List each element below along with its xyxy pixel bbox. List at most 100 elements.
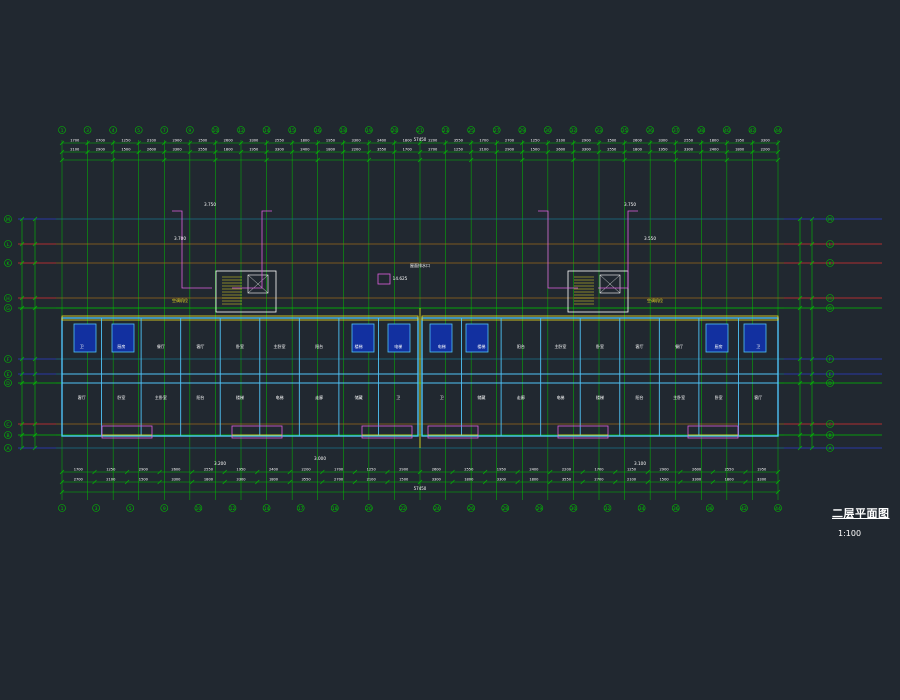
- dimension-text: 1800: [326, 148, 336, 152]
- axis-bubble-left: [4, 294, 12, 302]
- room-label: 客厅: [78, 394, 86, 400]
- dimension-text: 2600: [633, 139, 643, 143]
- dimension-text: 2550: [204, 468, 214, 472]
- dimension-tick: [545, 149, 551, 155]
- axis-bubble-top: [441, 126, 450, 134]
- axis-bubble-right: [826, 259, 834, 267]
- dimension-tick: [515, 479, 520, 485]
- axis-label-left: A: [6, 446, 10, 452]
- room-label: 厨房: [715, 343, 723, 349]
- room-label: 阳台: [196, 394, 204, 400]
- room-label: 主卧室: [274, 343, 286, 349]
- axis-label-top: 42: [750, 128, 756, 134]
- dimension-tick: [797, 241, 803, 247]
- exterior-wall: [421, 317, 779, 437]
- dimension-tick: [494, 140, 499, 146]
- dimension-text: 1700: [74, 468, 84, 472]
- dimension-tick: [450, 479, 455, 485]
- axis-label-top: 23: [443, 128, 449, 134]
- axis-bubble-left: [4, 379, 12, 387]
- dimension-tick: [352, 469, 358, 475]
- dimension-tick: [162, 140, 167, 146]
- dimension-tick: [32, 432, 38, 438]
- axis-bubble-right: [826, 379, 834, 387]
- dimension-tick: [157, 469, 162, 475]
- dimension-tick: [264, 157, 269, 163]
- dimension-text: 2900: [582, 139, 592, 143]
- dimension-text: 1800: [464, 478, 474, 482]
- dimension-tick: [366, 140, 372, 146]
- dimension-tick: [797, 260, 803, 266]
- axis-bubble-right: [826, 215, 834, 223]
- dimension-text: 1700: [479, 139, 489, 143]
- dimension-tick: [724, 140, 730, 146]
- axis-bubble-top: [288, 126, 296, 134]
- dimension-tick: [710, 469, 716, 475]
- dimension-tick: [775, 140, 781, 146]
- elevator-shaft: [599, 274, 621, 294]
- dimension-tick: [580, 479, 585, 485]
- axis-bubble-left: [4, 420, 12, 428]
- dimension-tick: [622, 149, 627, 155]
- axis-bubble-bottom: [603, 504, 612, 512]
- dimension-tick: [809, 421, 815, 427]
- dimension-text: 1500: [530, 148, 540, 152]
- dimension-tick: [162, 149, 167, 155]
- balcony-outline: [427, 425, 479, 439]
- axis-label-left: C: [6, 422, 9, 428]
- balcony-rail: [61, 315, 419, 321]
- axis-bubble-top: [365, 126, 373, 134]
- axis-label-top: 40: [724, 128, 730, 134]
- dimension-tick: [613, 479, 618, 485]
- dimension-text: 2700: [428, 148, 438, 152]
- ac-note: 空调机位: [172, 297, 188, 303]
- axis-bubble-top: [313, 126, 322, 134]
- dimension-tick: [315, 140, 320, 146]
- axis-label-bottom: 14: [264, 506, 270, 512]
- drain-note: 屋面排水口: [410, 262, 430, 268]
- axis-label-right: F: [829, 357, 832, 363]
- axis-bubble-right: [826, 444, 834, 452]
- dimension-text: 2400: [529, 468, 539, 472]
- dimension-tick: [19, 241, 25, 247]
- balcony-outline: [687, 425, 739, 439]
- elevator-shaft: [247, 274, 269, 294]
- dimension-tick: [238, 140, 244, 146]
- axis-bubble-bottom: [160, 504, 169, 512]
- axis-bubble-bottom: [501, 504, 510, 512]
- dimension-tick: [32, 371, 38, 377]
- dimension-tick: [520, 149, 525, 155]
- elevation-annotation: 3.750: [204, 202, 216, 207]
- axis-label-left: K: [7, 261, 11, 267]
- dimension-tick: [678, 479, 683, 485]
- axis-bubble-top: [518, 126, 527, 134]
- dimension-tick: [520, 157, 525, 163]
- dimension-tick: [797, 432, 803, 438]
- axis-label-top: 12: [238, 128, 244, 134]
- dimension-tick: [417, 140, 423, 146]
- dimension-tick: [289, 149, 295, 155]
- elevation-annotation: 3.100: [634, 461, 646, 466]
- dimension-tick: [613, 469, 618, 475]
- dimension-text: 2900: [96, 148, 106, 152]
- dimension-tick: [366, 149, 372, 155]
- room-label: 阳台: [315, 343, 323, 349]
- dimension-tick: [110, 140, 116, 146]
- room-label: 餐厅: [157, 343, 165, 349]
- room-label: 楼梯: [596, 394, 604, 400]
- dimension-text: 3300: [351, 139, 361, 143]
- dimension-tick: [809, 295, 815, 301]
- balcony-outline: [557, 425, 609, 439]
- dimension-tick: [797, 295, 803, 301]
- dimension-tick: [32, 356, 38, 362]
- axis-bubble-bottom: [569, 504, 578, 512]
- dimension-tick: [797, 445, 803, 451]
- axis-bubble-bottom: [365, 504, 373, 512]
- dimension-tick: [255, 479, 260, 485]
- axis-bubble-top: [671, 126, 680, 134]
- dimension-text: 2700: [594, 478, 604, 482]
- dimension-tick: [809, 371, 815, 377]
- balcony-outline: [361, 425, 413, 439]
